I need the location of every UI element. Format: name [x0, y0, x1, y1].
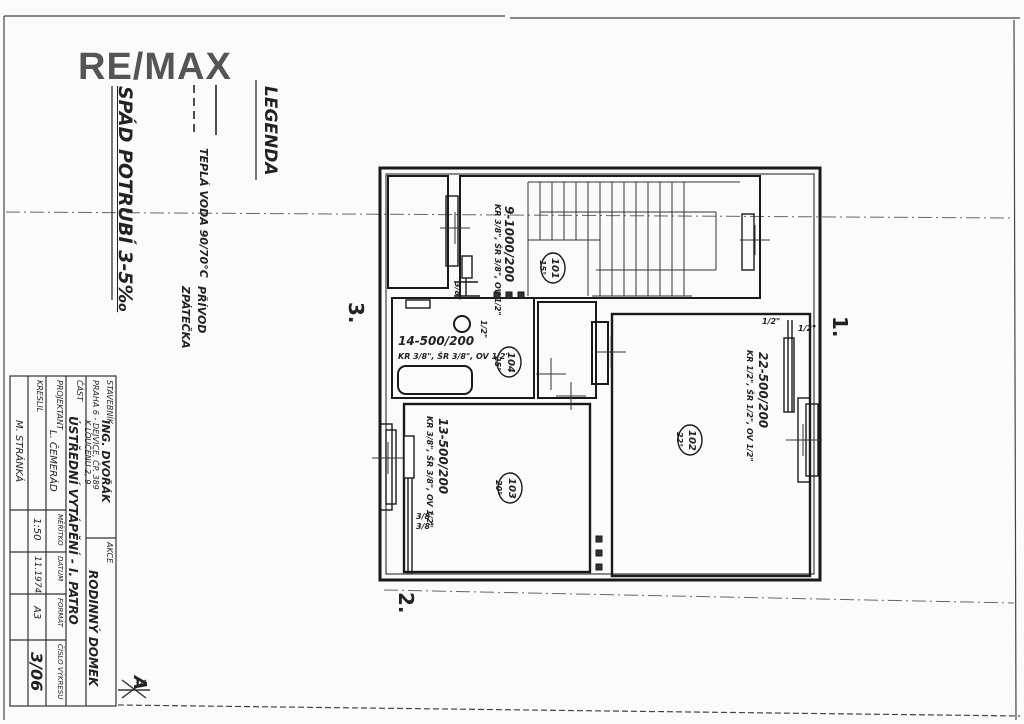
room-104	[391, 297, 535, 399]
section-mark-2: 2.	[394, 592, 418, 614]
tb-designer-label: PROJEKTANT	[55, 380, 64, 430]
room-102-number: 102	[686, 430, 697, 451]
tb-studio-label: STAVEBNÍK	[105, 380, 114, 424]
pipe-label-c: 3/8"	[416, 512, 435, 521]
section-mark-3: 3.	[344, 302, 368, 324]
pipe-risers	[493, 291, 603, 571]
room-101-valves: KR 3/8", ŠR 3/8", OV 1/2"	[493, 204, 502, 316]
room-102-radiator: 22-500/200	[756, 352, 770, 429]
pipe-label-d: 3/8"	[416, 522, 435, 531]
tb-format-label: FORMÁT	[56, 598, 64, 627]
tb-action-label: AKCE	[105, 542, 114, 564]
room-102-temp: 22°	[675, 432, 684, 448]
tb-part-value: ÚSTŘEDNÍ VYTÁPĚNÍ - I. PATRO	[66, 416, 80, 625]
room-102	[610, 312, 812, 578]
room-104-temp: 25°	[493, 356, 502, 372]
room-101-number: 101	[549, 258, 560, 279]
pipe-label-f: 1/2"	[479, 320, 488, 339]
room-101-temp: 15°	[538, 260, 547, 276]
north-mark: A	[129, 676, 150, 690]
legend-hot-water-label: TEPLÁ VODA 90/70°C	[197, 148, 210, 278]
tb-drawing-no-value: 3/06	[27, 652, 46, 692]
room-104-number: 104	[505, 352, 516, 373]
room-103-radiator: 13-500/200	[436, 418, 450, 495]
outer-walls	[378, 166, 822, 582]
room-104-radiator: 14-500/200	[398, 334, 475, 348]
tb-date-value: 11.1974	[32, 556, 42, 594]
tb-scale-value: 1:50	[31, 518, 42, 541]
title-block-frame	[9, 375, 117, 707]
legend-swatches	[111, 80, 257, 300]
tb-scale-label: MĚŘÍTKO	[56, 514, 64, 546]
tb-part-label: ČÁST	[75, 380, 84, 402]
legend-supply-label: PŘÍVOD	[195, 286, 208, 334]
staircase	[527, 181, 740, 297]
legend-return-label: ZPÁTEČKA	[179, 286, 192, 349]
legend-slope-note: SPÁD POTRUBÍ 3-5‰	[114, 86, 136, 313]
room-103-valves: KR 3/8", ŠR 3/8", OV 1/2"	[425, 416, 434, 528]
north-arrow-icon	[118, 679, 150, 699]
room-103	[402, 402, 592, 574]
tb-drawn-label: KRESLIL	[35, 380, 44, 413]
tb-action-value: RODINNÝ DOMEK	[86, 570, 100, 687]
radiator-101	[461, 255, 473, 279]
pipe-label-e: 3/8"	[453, 282, 462, 301]
legend-title: LEGENDA	[260, 86, 280, 176]
tb-date-label: DATUM	[56, 556, 64, 582]
room-number-circles	[496, 252, 703, 504]
tb-format-value: A3	[31, 606, 42, 620]
tb-designer-value: L. ČEMERÁD	[47, 430, 58, 492]
room-103-number: 103	[506, 478, 517, 499]
room-101	[387, 175, 761, 299]
room-104-valves: KR 3/8", ŠR 3/8", OV 1/2"	[398, 352, 510, 361]
tb-drawn-value: M. STRÁNKÁ	[13, 420, 24, 483]
radiator-104	[405, 299, 431, 309]
radiator-102	[783, 337, 795, 413]
tb-studio-value: ING. DVOŘÁK	[99, 420, 112, 503]
pipe-label-a: 1/2"	[762, 317, 781, 326]
room-101-radiator: 9-1000/200	[502, 206, 516, 283]
chimney-block	[537, 301, 609, 399]
pipe-label-b: 1/2"	[798, 324, 817, 333]
sheet-frame	[3, 15, 1021, 721]
door-markers	[372, 212, 822, 474]
remax-logo: RE/MAX	[78, 46, 232, 88]
radiators	[403, 255, 795, 479]
radiator-103	[403, 435, 415, 479]
room-102-valves: KR 1/2", ŠR 1/2", OV 1/2"	[745, 350, 754, 462]
tb-address-line1: PRAHA 6 - DEJVICE, ČP. 389	[91, 380, 100, 490]
pipes	[407, 278, 793, 574]
room-103-temp: 20°	[494, 480, 503, 496]
section-mark-1: 1.	[828, 316, 852, 338]
section-lines	[5, 211, 1015, 604]
tb-address-line2: K LOUČENU 2, 9	[83, 420, 92, 485]
tb-drawing-no-label: ČÍSLO VÝKRESU	[56, 644, 64, 700]
